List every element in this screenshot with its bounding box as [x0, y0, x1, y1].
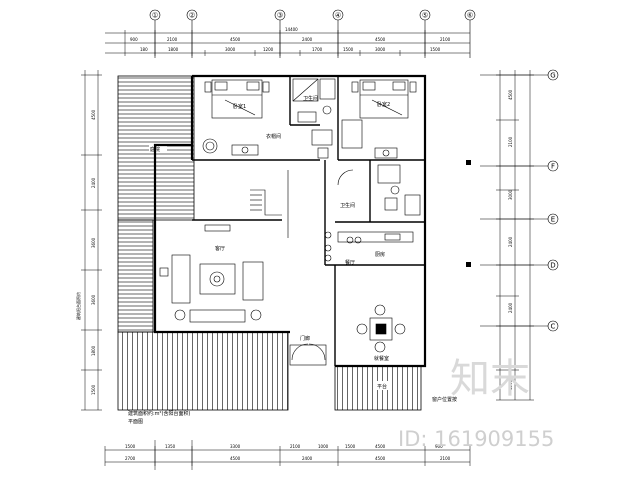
- dim-right-1: 2100: [508, 136, 513, 147]
- dim-bottom-1-2: 3300: [230, 444, 241, 449]
- dim-right-0: 4500: [508, 89, 513, 100]
- interior-walls: [192, 76, 425, 366]
- axis-label-3: ③: [277, 12, 283, 20]
- axis-label-f: F: [551, 163, 555, 171]
- watermark-id: ID: 161909155: [398, 427, 554, 451]
- axis-label-d: D: [550, 262, 555, 270]
- dim-top-3-1: 1800: [168, 47, 179, 52]
- dining-table: [356, 304, 406, 353]
- dim-top-3-7: 1500: [430, 47, 441, 52]
- bottom-caption: 建筑面积约:m²(含阳台面积): [128, 410, 191, 417]
- dim-top-2-4: 4500: [375, 37, 386, 42]
- bed-2: [351, 79, 417, 119]
- toilet-fixtures: [337, 164, 421, 216]
- axis-label-e: E: [551, 216, 555, 224]
- dim-bottom-2-3: 4500: [375, 456, 386, 461]
- kitchen-counter: [337, 231, 414, 244]
- desk-1: [231, 144, 259, 156]
- column-marker: [466, 262, 471, 267]
- dim-left-0: 4500: [91, 109, 96, 120]
- axis-label-1: ①: [152, 12, 158, 20]
- room-label-bedroom1: 卧室1: [233, 103, 246, 110]
- dim-bottom-1-1: 1350: [165, 444, 176, 449]
- axis-label-4: ④: [335, 12, 341, 20]
- dim-right-2: 3000: [508, 189, 513, 200]
- dim-bottom-1-0: 1500: [125, 444, 136, 449]
- right-axis-labels: [480, 69, 559, 332]
- room-label-kitchen: 厨房: [375, 251, 385, 258]
- dim-left-2: 3600: [91, 237, 96, 248]
- right-dimension-lines: [496, 70, 534, 401]
- room-label-deck: 平台: [377, 383, 387, 390]
- wardrobe-2: [341, 119, 398, 159]
- left-dimension-lines: [81, 70, 102, 411]
- bathroom-fixtures: [292, 78, 336, 159]
- exterior-walls: [153, 74, 427, 368]
- room-label-dining-room: 就餐室: [374, 355, 389, 362]
- dim-right-3: 2400: [508, 236, 513, 247]
- porch-doors: [289, 343, 327, 366]
- dim-bottom-1-3: 2100: [290, 444, 301, 449]
- dim-bottom-2-0: 2700: [125, 456, 136, 461]
- living-furniture: [159, 224, 264, 323]
- bed-1: [204, 79, 270, 119]
- watermark-brand: 知末: [450, 356, 530, 402]
- top-dimension-lines: [105, 30, 470, 56]
- dim-right-5: 1500: [508, 379, 513, 390]
- axis-label-6: ⑥: [467, 12, 473, 20]
- dim-bottom-1-7: 900: [435, 444, 443, 449]
- room-label-bath: 卫生间: [303, 95, 318, 102]
- garden-hatch: [117, 219, 154, 333]
- dim-bottom-2-2: 2400: [302, 456, 313, 461]
- room-label-bedroom2: 卧室2: [377, 101, 390, 108]
- dim-top-3-2: 3000: [225, 47, 236, 52]
- kitchen-appliances: [324, 231, 332, 262]
- room-label-dining: 餐厅: [345, 259, 355, 266]
- room-label-living: 客厅: [215, 245, 225, 252]
- dim-bottom-2-4: 2100: [440, 456, 451, 461]
- dim-top-total: 14400: [285, 27, 298, 32]
- room-label-dressing: 衣帽间: [266, 133, 281, 140]
- dim-left-1: 2400: [91, 177, 96, 188]
- staircase: [250, 170, 289, 238]
- scale-caption: 平面图: [128, 419, 143, 425]
- watermark: 知末 ID: 161909155: [398, 356, 554, 451]
- bottom-dimension-lines: [104, 440, 471, 470]
- right-note: 窗户位置按: [432, 396, 457, 403]
- dim-top-3-5: 1500: [343, 47, 354, 52]
- dim-top-2-1: 2100: [167, 37, 178, 42]
- room-label-porch: 门廊: [300, 335, 310, 342]
- axis-label-2: ②: [189, 12, 195, 20]
- dim-top-2-5: 2100: [440, 37, 451, 42]
- left-note: 建筑阳台面积约: [75, 292, 81, 320]
- armchair-1: [202, 138, 218, 154]
- dim-bottom-2-1: 4500: [230, 456, 241, 461]
- room-label-toilet: 卫生间: [340, 202, 355, 209]
- dim-top-2-0: 900: [130, 37, 138, 42]
- dim-bottom-1-4: 1000: [318, 444, 329, 449]
- dim-top-3-0: 180: [140, 47, 148, 52]
- axis-label-5: ⑤: [422, 12, 428, 20]
- column-marker: [466, 160, 471, 165]
- dim-top-2-3: 2400: [302, 37, 313, 42]
- dim-left-4: 1800: [91, 345, 96, 356]
- deck-hatch: [117, 331, 289, 411]
- dim-left-5: 1500: [91, 384, 96, 395]
- dim-bottom-1-5: 1500: [345, 444, 356, 449]
- dim-top-3-6: 3000: [375, 47, 386, 52]
- axis-label-c: C: [551, 323, 556, 331]
- dim-left-3: 3600: [91, 294, 96, 305]
- dim-top-2-2: 4500: [230, 37, 241, 42]
- dim-top-3-3: 1200: [263, 47, 274, 52]
- axis-label-g: G: [550, 72, 555, 80]
- dim-right-4: 2400: [508, 302, 513, 313]
- dim-bottom-1-6: 4500: [375, 444, 386, 449]
- dim-top-3-4: 1700: [312, 47, 323, 52]
